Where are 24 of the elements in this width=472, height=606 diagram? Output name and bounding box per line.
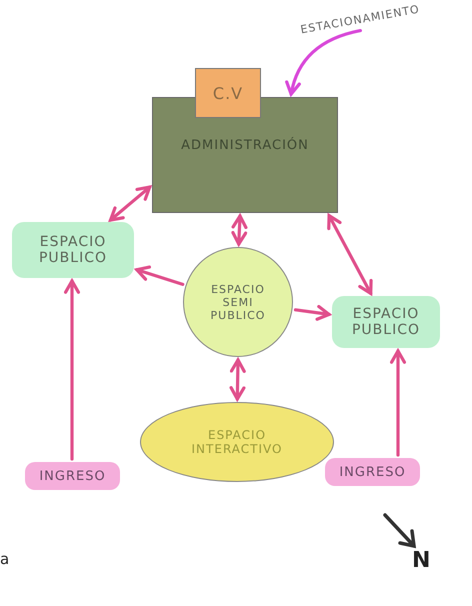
arrow bbox=[108, 186, 152, 222]
zone-label bbox=[332, 296, 440, 348]
node-text: INGRESO bbox=[339, 464, 406, 480]
node-text: ESPACIO PUBLICO bbox=[350, 306, 422, 338]
arrow bbox=[230, 358, 246, 401]
text-fragment: a bbox=[0, 550, 10, 568]
entrance-label bbox=[25, 462, 120, 490]
arrow bbox=[231, 214, 248, 246]
node-text: ESPACIO PUBLICO bbox=[38, 234, 108, 266]
north-label: N bbox=[412, 548, 430, 573]
node-text: INGRESO bbox=[39, 468, 106, 484]
office-box bbox=[195, 68, 261, 118]
node-text: C.V bbox=[212, 84, 244, 102]
entrance-label bbox=[325, 458, 420, 486]
node-text: ESPACIO SEMI PUBLICO bbox=[210, 282, 266, 322]
arrow bbox=[327, 214, 373, 295]
arrow bbox=[390, 349, 406, 457]
arrow bbox=[286, 28, 362, 96]
arrow bbox=[135, 265, 184, 286]
zone-label bbox=[12, 222, 134, 278]
arrow bbox=[64, 279, 80, 461]
arrow bbox=[294, 304, 331, 321]
node-text: ESPACIO INTERACTIVO bbox=[190, 428, 284, 456]
node-text: ADMINISTRACIÓN bbox=[181, 138, 309, 153]
